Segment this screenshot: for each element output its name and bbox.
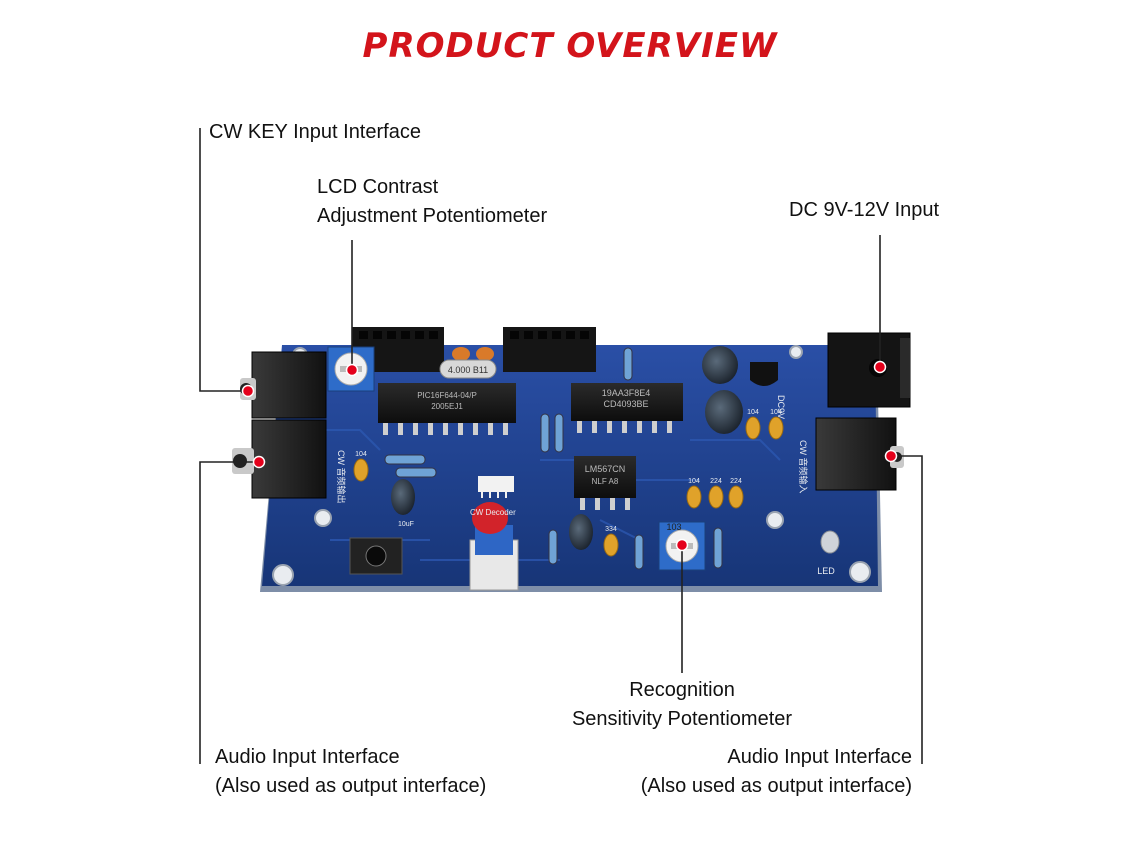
silkscreen-logo: CW Decoder: [470, 508, 516, 517]
label-audio-right-line2: (Also used as output interface): [640, 775, 912, 797]
mcu-marking: PIC16F644-04/P: [417, 391, 477, 400]
cap-label: 104: [355, 451, 367, 458]
dot-cw-key: [241, 384, 255, 398]
label-dc-input: DC 9V-12V Input: [789, 199, 940, 221]
cap-label: 104: [688, 478, 700, 485]
decoder-ic: LM567CN NLF A8: [574, 456, 636, 510]
logic-ic-marking: 19AA3F8E4: [602, 388, 651, 398]
label-audio-right-line1: Audio Input Interface: [727, 746, 912, 768]
dot-audio-right: [884, 449, 898, 463]
callout-dots: [241, 360, 898, 552]
label-audio-left: Audio Input Interface (Also used as outp…: [215, 743, 486, 801]
leader-audio-left: [199, 461, 259, 764]
label-lcd-contrast: LCD Contrast Adjustment Potentiometer: [317, 173, 547, 231]
mode-button: [469, 502, 519, 591]
label-recognition-line1: Recognition: [629, 679, 735, 701]
silkscreen-cw-right: CW 音频输入: [798, 440, 809, 494]
label-lcd-contrast-line1: LCD Contrast: [317, 176, 439, 198]
callout-leaders: [199, 128, 923, 764]
crystal-marking: 4.000 B11: [448, 365, 488, 375]
cap-label: 224: [730, 478, 742, 485]
silkscreen-dc: DC9V: [776, 395, 786, 419]
mcu-code: 2005EJ1: [431, 402, 463, 411]
dot-audio-left: [252, 455, 266, 469]
label-lcd-contrast-line2: Adjustment Potentiometer: [317, 205, 548, 227]
pin-header-right: [503, 327, 596, 372]
voltage-regulator: [750, 362, 778, 386]
logic-ic: 19AA3F8E4 CD4093BE: [571, 383, 683, 433]
silkscreen-cw-left: CW 音频输出: [336, 450, 347, 504]
reset-button: [349, 537, 403, 575]
label-recognition: Recognition Sensitivity Potentiometer: [560, 676, 804, 734]
led-label: LED: [817, 566, 835, 576]
mcu-chip: PIC16F644-04/P 2005EJ1: [378, 383, 516, 435]
cap-label: 104: [770, 409, 782, 416]
decoder-marking-2: NLF A8: [592, 477, 619, 486]
cw-key-jack: [240, 351, 327, 419]
logic-ic-marking-2: CD4093BE: [603, 399, 648, 409]
label-audio-right: Audio Input Interface (Also used as outp…: [600, 743, 912, 801]
chip-logo-icon: [478, 476, 514, 498]
dot-dc-input: [873, 360, 887, 374]
decoder-marking: LM567CN: [585, 464, 626, 474]
label-recognition-line2: Sensitivity Potentiometer: [571, 708, 793, 730]
leader-cw-key: [199, 128, 248, 392]
pot-code: 103: [666, 522, 681, 532]
dot-recognition: [675, 538, 689, 552]
silkscreen-cap: 10uF: [398, 521, 414, 528]
leader-audio-right: [891, 455, 923, 764]
cap-label: 104: [747, 409, 759, 416]
page-title: PRODUCT OVERVIEW: [362, 26, 778, 66]
dot-lcd-contrast: [345, 363, 359, 377]
cap-label: 224: [710, 478, 722, 485]
audio-jack-left: [232, 419, 327, 499]
label-cw-key: CW KEY Input Interface: [209, 121, 421, 143]
resistors: [384, 347, 723, 570]
led: LED: [817, 530, 840, 576]
ceramic-capacitors: [353, 416, 784, 557]
electrolytic-capacitors: [391, 346, 743, 550]
label-audio-left-line2: (Also used as output interface): [215, 775, 487, 797]
dc-power-jack: [827, 332, 911, 408]
cap-label: 334: [605, 526, 617, 533]
crystal-oscillator: 4.000 B11: [439, 347, 497, 379]
label-audio-left-line1: Audio Input Interface: [215, 746, 400, 768]
